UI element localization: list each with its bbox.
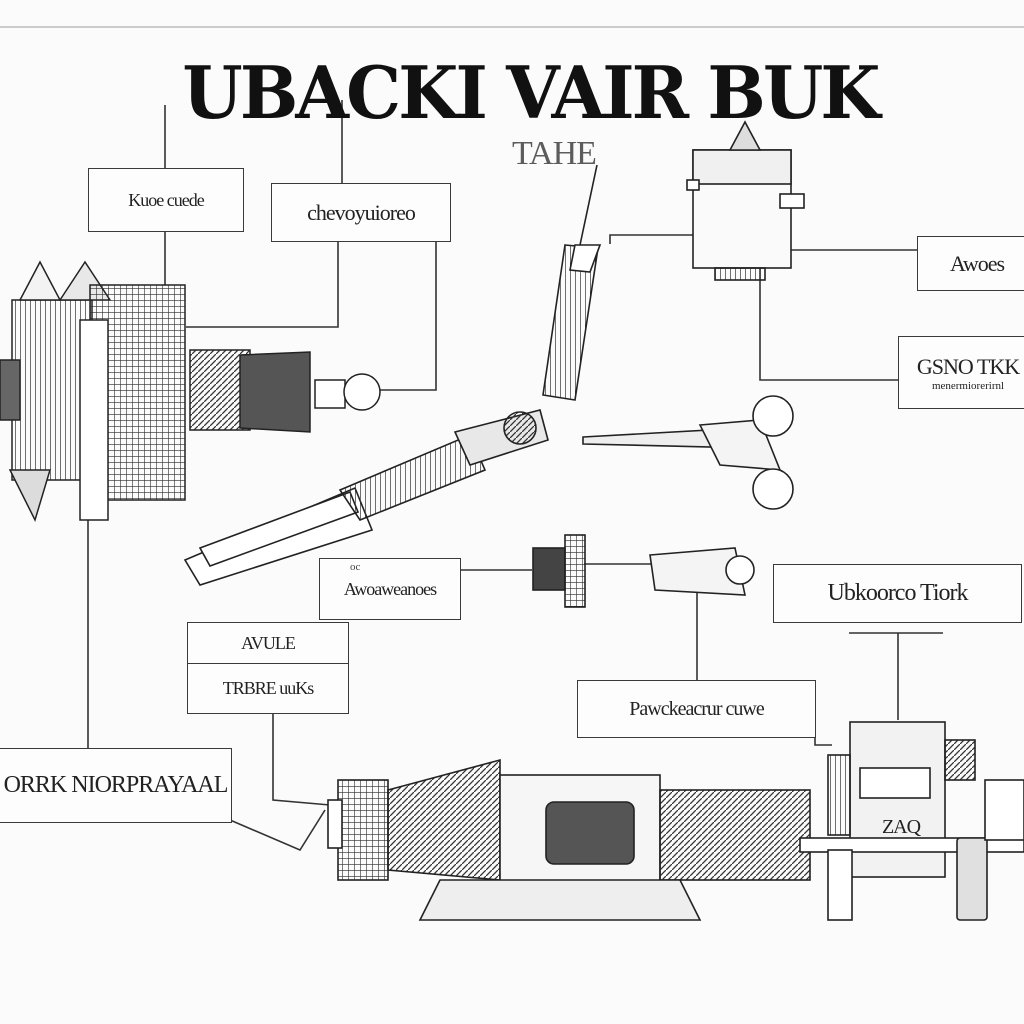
panel-machine-drawing — [799, 721, 1024, 921]
housing-unit-drawing — [686, 120, 805, 281]
diagram-title: UBACKI VAIR BUK — [182, 50, 880, 135]
coupling-drawing — [532, 534, 755, 608]
label-box-1: Kuoe cuede — [88, 168, 244, 232]
label-box-11: ZAQ — [866, 812, 936, 842]
label-box-4: GSNO TKK menermiorerirnl — [898, 336, 1024, 409]
label-text: ORRK NIORPRAYAAL — [3, 772, 229, 798]
label-text: Awoes — [949, 250, 1005, 276]
label-text: Pawckeacrur cuwe — [629, 697, 764, 720]
main-machine-drawing — [327, 758, 811, 921]
label-text: Ubkoorco Tiork — [827, 580, 968, 606]
scissor-tool-drawing — [582, 395, 794, 510]
label-box-8: TRBRE uuKs — [187, 663, 349, 714]
label-box-3: Awoes — [917, 236, 1024, 291]
diagonal-shaft-drawing — [183, 409, 549, 586]
label-text: AVULE — [241, 633, 296, 653]
label-box-6: Ubkoorco Tiork — [773, 564, 1022, 623]
turbine-engine-drawing — [0, 260, 381, 523]
label-subtext: oc — [350, 561, 361, 573]
label-text: ZAQ — [881, 815, 921, 838]
label-text: chevoyuioreo — [307, 199, 416, 225]
label-box-2: chevoyuioreo — [271, 183, 451, 242]
label-box-10: ORRK NIORPRAYAAL — [0, 748, 232, 823]
label-subtext: menermiorerirnl — [931, 379, 1005, 392]
vertical-tool-drawing — [542, 164, 602, 401]
label-box-7: AVULE — [187, 622, 349, 665]
label-text: TRBRE uuKs — [222, 678, 315, 698]
label-text: Awoaweanoes — [343, 578, 437, 599]
label-box-5: oc Awoaweanoes — [319, 558, 461, 620]
connector-lines — [87, 100, 943, 852]
label-text: GSNO TKK — [916, 353, 1020, 379]
label-box-9: Pawckeacrur cuwe — [577, 680, 816, 738]
label-text: Kuoe cuede — [128, 189, 204, 210]
diagram-subtitle: TAHE — [512, 135, 597, 172]
